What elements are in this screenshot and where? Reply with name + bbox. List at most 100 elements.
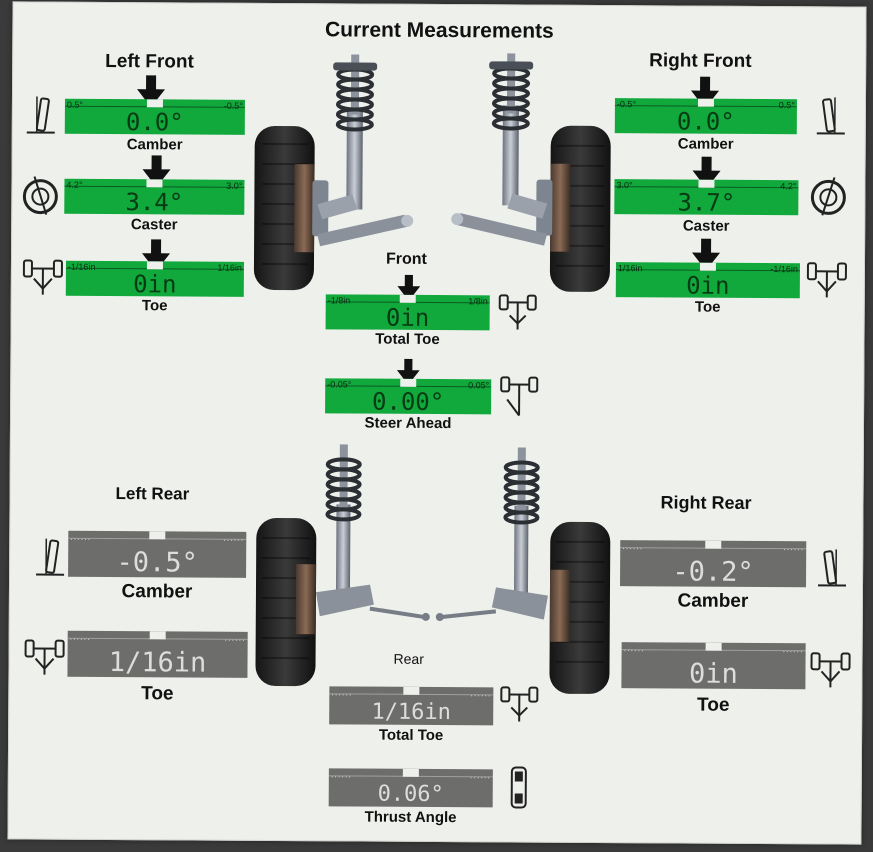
left-front-toe-gauge: -1/16in 1/16in 0in — [65, 260, 244, 297]
range-max: 4.2° — [780, 181, 797, 192]
range-max: 1/16in — [217, 262, 242, 273]
thrust-angle-gauge: ...... ...... 0.06° — [328, 768, 493, 808]
left-front-camber-gauge: 0.5° -0.5° 0.0° — [64, 98, 245, 135]
rear-total-toe-label: Total Toe — [378, 726, 444, 745]
steer-ahead-value: 0.00° — [371, 387, 445, 415]
range-min: -1/8in — [327, 295, 351, 306]
camber-value: -0.2° — [672, 556, 754, 588]
total-toe-value: 0in — [385, 303, 430, 331]
camber-icon — [26, 96, 55, 134]
rear-total-toe-gauge: ...... ...... 1/16in — [329, 686, 494, 726]
range-min-placeholder: ...... — [331, 687, 353, 698]
range-min: -0.05° — [327, 379, 352, 390]
rear-left-wheel-assembly — [255, 444, 430, 687]
range-min-placeholder: ...... — [69, 631, 91, 642]
toe-value: 1/16in — [108, 646, 207, 678]
left-front-toe-label: Toe — [141, 297, 168, 315]
right-front-caster-gauge: 3.0° 4.2° 3.7° — [614, 179, 799, 216]
camber-icon — [818, 549, 847, 587]
camber-value: 0.0° — [676, 107, 735, 135]
steer-ahead-label: Steer Ahead — [364, 414, 452, 433]
left-front-heading: Left Front — [105, 50, 194, 73]
range-max: 1/8in — [468, 296, 488, 307]
right-front-caster-label: Caster — [682, 217, 730, 235]
thrust-angle-value: 0.06° — [377, 781, 444, 808]
range-max: 3.0° — [226, 180, 243, 191]
thrust-angle-icon — [510, 766, 527, 809]
total-toe-value: 1/16in — [371, 699, 452, 726]
right-front-camber-gauge: -0.5° 0.5° 0.0° — [614, 98, 797, 135]
left-front-camber-label: Camber — [126, 136, 183, 154]
steer-ahead-indicator — [396, 358, 420, 385]
range-max: -0.5° — [223, 100, 243, 111]
right-rear-toe-gauge: ...... ...... 0in — [621, 642, 806, 690]
range-min-placeholder: ...... — [70, 531, 92, 542]
range-min: 0.5° — [66, 99, 84, 110]
range-max: -1/16in — [770, 264, 798, 275]
range-max-placeholder: ...... — [470, 688, 492, 699]
caster-value: 3.4° — [125, 188, 184, 215]
right-front-toe-gauge: 1/16in -1/16in 0in — [615, 262, 800, 299]
steer-ahead-icon — [500, 376, 539, 417]
camber-icon — [816, 97, 845, 135]
camber-value: -0.5° — [116, 547, 198, 578]
range-max-placeholder: ...... — [223, 532, 245, 543]
measurement-sheet: Current Measurements — [7, 1, 867, 845]
camber-icon — [36, 538, 65, 576]
left-rear-camber-gauge: ...... ...... -0.5° — [68, 530, 247, 578]
range-min: 4.2° — [66, 179, 83, 190]
toe-icon — [24, 639, 65, 675]
left-rear-camber-label: Camber — [121, 581, 193, 603]
right-rear-camber-gauge: ...... ...... -0.2° — [620, 540, 807, 588]
range-min-placeholder: ...... — [622, 541, 644, 552]
toe-value: 0in — [133, 270, 177, 297]
range-min: 1/16in — [617, 263, 643, 274]
caster-icon — [22, 176, 58, 215]
range-min-placeholder: ...... — [330, 769, 352, 780]
front-right-wheel-assembly — [451, 53, 611, 292]
right-front-caster-indicator — [692, 156, 721, 189]
thrust-angle-label: Thrust Angle — [364, 808, 457, 827]
range-min-placeholder: ...... — [623, 643, 645, 654]
range-max: 0.05° — [468, 380, 490, 391]
range-max-placeholder: ...... — [224, 632, 246, 643]
right-rear-toe-label: Toe — [697, 694, 730, 716]
left-front-caster-label: Caster — [130, 216, 178, 234]
steer-ahead-gauge: -0.05° 0.05° 0.00° — [325, 378, 492, 415]
toe-value: 0in — [686, 271, 730, 299]
toe-value: 0in — [688, 658, 738, 690]
left-front-camber-indicator — [137, 75, 166, 108]
right-front-camber-indicator — [691, 76, 720, 109]
range-min: -0.5° — [616, 99, 637, 110]
range-max-placeholder: ...... — [783, 542, 805, 553]
right-front-toe-indicator — [692, 238, 721, 271]
right-rear-heading: Right Rear — [660, 492, 752, 513]
left-rear-toe-label: Toe — [141, 683, 174, 705]
right-front-toe-label: Toe — [694, 298, 721, 316]
left-front-caster-gauge: 4.2° 3.0° 3.4° — [64, 178, 245, 215]
caster-icon — [810, 177, 846, 216]
range-min: -1/16in — [67, 261, 96, 272]
toe-icon — [806, 262, 847, 298]
range-max: 0.5° — [778, 100, 795, 111]
left-rear-heading: Left Rear — [115, 484, 190, 504]
left-front-caster-indicator — [142, 155, 171, 188]
caster-value: 3.7° — [677, 188, 736, 216]
left-front-toe-indicator — [142, 239, 171, 272]
range-min: 3.0° — [616, 180, 633, 191]
toe-icon — [810, 652, 851, 688]
front-total-toe-gauge: -1/8in 1/8in 0in — [325, 294, 490, 331]
right-rear-camber-label: Camber — [677, 590, 749, 612]
right-front-camber-label: Camber — [677, 135, 734, 153]
front-axle-label: Front — [385, 250, 427, 268]
front-left-wheel-assembly — [253, 54, 414, 291]
range-max-placeholder: ...... — [782, 644, 804, 655]
total-toe-icon — [500, 686, 539, 722]
total-toe-icon — [498, 294, 537, 330]
total-toe-indicator — [397, 274, 421, 301]
suspension-artwork — [253, 53, 611, 694]
rear-axle-label: Rear — [393, 650, 424, 667]
right-front-heading: Right Front — [649, 50, 752, 72]
range-max-placeholder: ...... — [469, 770, 491, 781]
camber-value: 0.0° — [125, 108, 184, 135]
